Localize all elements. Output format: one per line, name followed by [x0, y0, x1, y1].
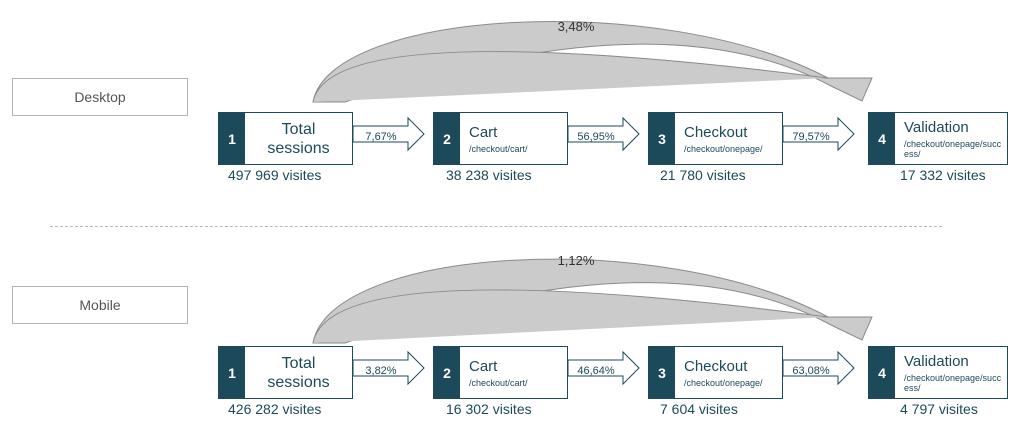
step-name: Validation — [904, 118, 969, 136]
step-name: Checkout — [684, 123, 748, 141]
step-number: 3 — [649, 347, 675, 398]
step-number: 3 — [649, 113, 675, 164]
step-rate-2-3: 56,95% — [577, 131, 615, 143]
step-rate-1-2: 3,82% — [365, 365, 397, 377]
funnel-mobile: Mobile 1,12% 3,82% 46,64% 63,08% 1 Total… — [0, 217, 1024, 427]
step-name: Cart — [469, 123, 498, 141]
step-visits: 497 969 visites — [228, 167, 322, 183]
step-path: /checkout/onepage/ — [684, 377, 763, 388]
step-name: Cart — [469, 357, 498, 375]
step-number: 4 — [869, 113, 895, 164]
funnel-desktop: Desktop 3,48% 7,67% 56,95% 79,57% 1 Tota… — [0, 0, 1024, 210]
step-number: 2 — [434, 113, 460, 164]
step-number: 1 — [219, 347, 245, 398]
step-path: /checkout/onepage/ — [684, 143, 763, 154]
overall-arc-arrow — [312, 258, 873, 344]
step-path: /checkout/cart/ — [469, 143, 528, 154]
step-name: Checkout — [684, 357, 748, 375]
step-path: /checkout/cart/ — [469, 377, 528, 388]
step-path: /checkout/onepage/success/ — [904, 138, 1002, 159]
step-visits: 16 302 visites — [446, 401, 532, 417]
step-visits: 4 797 visites — [900, 401, 978, 417]
step-rate-1-2: 7,67% — [365, 131, 397, 143]
step-name: Validation — [904, 352, 969, 370]
step-cart: 2 Cart /checkout/cart/ — [433, 346, 568, 399]
step-visits: 7 604 visites — [660, 401, 738, 417]
step-number: 4 — [869, 347, 895, 398]
device-label-desktop: Desktop — [12, 78, 188, 116]
step-number: 1 — [219, 113, 245, 164]
step-rate-3-4: 79,57% — [792, 131, 830, 143]
overall-conversion-rate: 1,12% — [557, 253, 595, 268]
section-divider — [50, 226, 942, 227]
step-rate-2-3: 46,64% — [577, 365, 615, 377]
step-visits: 426 282 visites — [228, 401, 322, 417]
device-label-mobile: Mobile — [12, 286, 188, 324]
step-cart: 2 Cart /checkout/cart/ — [433, 112, 568, 165]
step-checkout: 3 Checkout /checkout/onepage/ — [648, 346, 783, 399]
step-arrows — [352, 116, 855, 152]
step-path: /checkout/onepage/success/ — [904, 372, 1002, 393]
step-checkout: 3 Checkout /checkout/onepage/ — [648, 112, 783, 165]
step-rate-3-4: 63,08% — [792, 365, 830, 377]
overall-conversion-rate: 3,48% — [557, 19, 595, 34]
step-visits: 38 238 visites — [446, 167, 532, 183]
step-number: 2 — [434, 347, 460, 398]
step-visits: 17 332 visites — [900, 167, 986, 183]
overall-arc-arrow — [312, 20, 873, 103]
step-validation: 4 Validation /checkout/onepage/success/ — [868, 112, 1008, 165]
step-arrows — [352, 350, 855, 386]
step-validation: 4 Validation /checkout/onepage/success/ — [868, 346, 1008, 399]
step-visits: 21 780 visites — [660, 167, 746, 183]
